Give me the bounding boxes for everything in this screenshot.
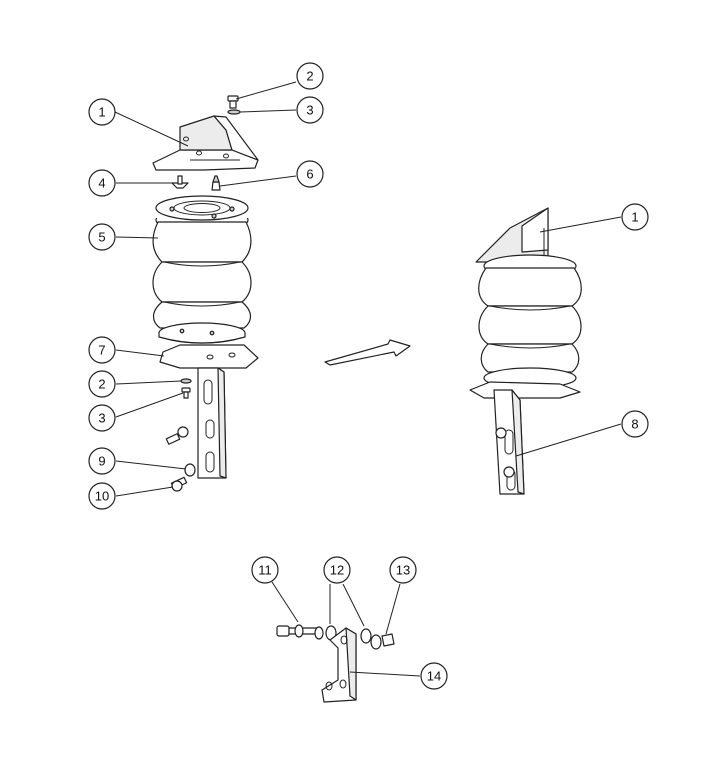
- callout-4: 4: [88, 169, 116, 197]
- callout-1-assembled: 1: [621, 203, 649, 231]
- lock-washer-top: [227, 109, 241, 115]
- callout-10: 10: [88, 482, 116, 510]
- lower-mounting-bracket: [159, 344, 259, 479]
- lock-washer-lower: [180, 378, 192, 384]
- small-bolt-lower: [181, 387, 191, 399]
- callout-11: 11: [251, 556, 279, 584]
- callout-5: 5: [88, 223, 116, 251]
- callout-2-lower: 2: [88, 370, 116, 398]
- svg-text:8: 8: [631, 417, 638, 432]
- svg-text:6: 6: [306, 167, 313, 182]
- callout-14: 14: [420, 662, 448, 690]
- callout-3: 3: [296, 96, 324, 124]
- callout-3-lower: 3: [88, 404, 116, 432]
- hex-bolt-upper: [165, 426, 189, 445]
- upper-mounting-bracket: [152, 115, 259, 171]
- svg-text:5: 5: [98, 230, 105, 245]
- small-bolt-top: [227, 95, 239, 109]
- callout-6: 6: [296, 160, 324, 188]
- callout-8: 8: [621, 410, 649, 438]
- svg-text:11: 11: [258, 563, 272, 578]
- callout-9: 9: [88, 447, 116, 475]
- svg-text:3: 3: [98, 411, 105, 426]
- callout-1: 1: [88, 98, 116, 126]
- auxiliary-bracket-kit: [276, 624, 395, 703]
- callout-7: 7: [88, 336, 116, 364]
- leader-lines: [114, 81, 622, 677]
- svg-text:2: 2: [98, 377, 105, 392]
- assembly-direction-arrow: [324, 339, 411, 366]
- svg-text:1: 1: [98, 105, 105, 120]
- air-spring: [152, 195, 252, 344]
- flat-head-bolt: [171, 175, 189, 189]
- air-fitting: [211, 175, 221, 191]
- callout-12: 12: [323, 556, 351, 584]
- hex-bolt-lower: [170, 476, 188, 492]
- flat-washer: [184, 463, 196, 477]
- svg-text:12: 12: [330, 563, 344, 578]
- svg-text:4: 4: [98, 176, 105, 191]
- callout-13: 13: [389, 556, 417, 584]
- svg-text:10: 10: [95, 489, 109, 504]
- svg-text:14: 14: [427, 669, 441, 684]
- svg-text:7: 7: [98, 343, 105, 358]
- svg-text:9: 9: [98, 454, 105, 469]
- svg-text:2: 2: [306, 69, 313, 84]
- callout-2: 2: [296, 62, 324, 90]
- svg-text:13: 13: [396, 563, 410, 578]
- svg-text:1: 1: [631, 210, 638, 225]
- svg-text:3: 3: [306, 103, 313, 118]
- assembled-unit: [469, 207, 582, 495]
